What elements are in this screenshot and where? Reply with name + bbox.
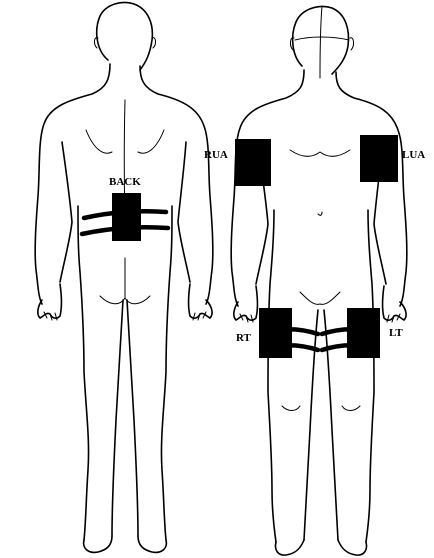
back-torso-left: [35, 64, 110, 304]
front-view-figure: [231, 6, 407, 555]
back-head: [97, 3, 153, 71]
front-left-hand: [234, 286, 258, 320]
back-label: BACK: [109, 177, 141, 188]
front-left-foot: [275, 540, 304, 555]
rua-label: RUA: [204, 150, 228, 161]
front-right-hand: [383, 286, 407, 320]
back-view-figure: [35, 3, 213, 553]
lt-label: LT: [389, 328, 403, 339]
back-sensor: [112, 193, 141, 241]
lt-sensor: [347, 308, 380, 358]
lua-label: LUA: [402, 150, 425, 161]
lua-sensor: [360, 135, 398, 182]
rua-sensor: [235, 139, 271, 186]
rt-sensor: [259, 308, 292, 358]
front-torso-left: [231, 70, 304, 306]
back-torso-right: [140, 66, 213, 304]
back-left-hand: [38, 284, 62, 318]
front-right-foot: [338, 540, 367, 555]
rt-label: RT: [236, 333, 251, 344]
back-right-hand: [189, 284, 213, 318]
